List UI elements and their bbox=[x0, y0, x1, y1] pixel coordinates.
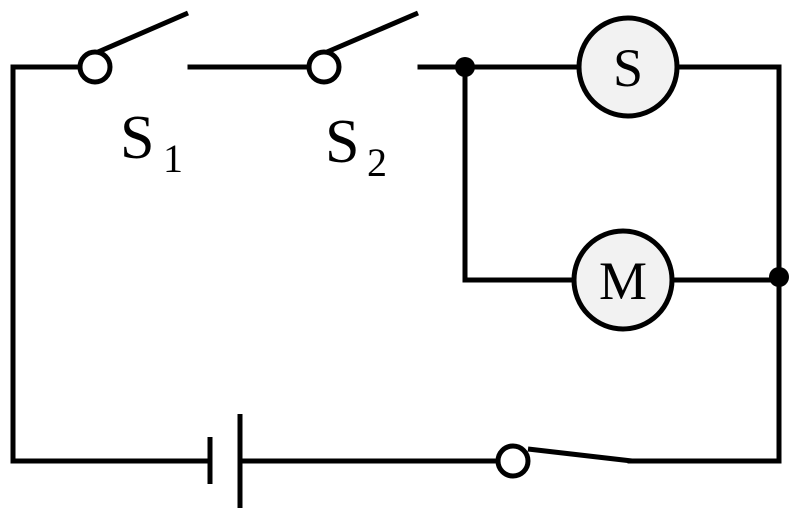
switch-s1-blade bbox=[97, 10, 189, 55]
junction-dot-top bbox=[455, 57, 475, 77]
switch-s1-terminal bbox=[77, 49, 113, 85]
switch-s1: S 1 bbox=[77, 10, 189, 181]
switch-s1-label: S bbox=[120, 104, 154, 172]
bottom-switch bbox=[495, 443, 633, 479]
switch-s2-terminal bbox=[306, 49, 342, 85]
lower-device-symbol: M bbox=[599, 251, 647, 311]
wires bbox=[10, 64, 782, 464]
junction-dot-right bbox=[769, 267, 789, 287]
switch-s1-subscript: 1 bbox=[163, 136, 183, 181]
battery-cell bbox=[207, 414, 243, 508]
switch-s2-blade bbox=[326, 10, 419, 55]
switch-s2-label: S bbox=[325, 108, 359, 176]
bottom-switch-blade bbox=[527, 446, 633, 464]
lower-branch-device: M bbox=[571, 228, 675, 332]
switch-s2-subscript: 2 bbox=[367, 140, 387, 185]
switch-s2: S 2 bbox=[306, 10, 419, 185]
upper-device-circle bbox=[576, 15, 680, 119]
upper-device-symbol: S bbox=[613, 38, 643, 98]
upper-branch-device: S bbox=[576, 15, 680, 119]
bottom-switch-terminal bbox=[495, 443, 531, 479]
lower-device-circle bbox=[571, 228, 675, 332]
